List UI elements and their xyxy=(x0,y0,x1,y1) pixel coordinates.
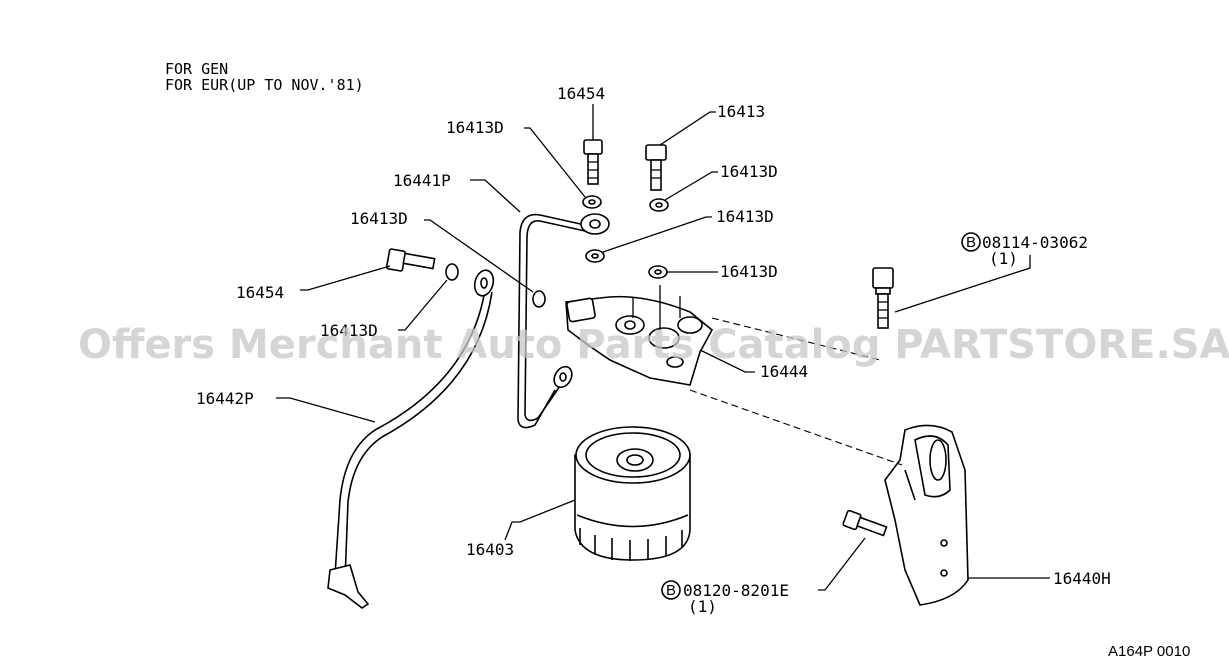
washer-16413D-c[interactable] xyxy=(585,249,605,263)
label-08114-qty: (1) xyxy=(989,249,1018,268)
watermark: Offers Merchant Auto Parts Catalog PARTS… xyxy=(78,322,1229,368)
washer-16413D-a[interactable] xyxy=(582,195,602,209)
leader-16413D-c xyxy=(602,216,712,253)
bolt-symbol-b2 xyxy=(661,580,681,600)
bracket-16440H[interactable] xyxy=(884,424,969,606)
leader-16442P xyxy=(276,397,376,423)
leader-16413D-e xyxy=(424,219,534,293)
label-16440H: 16440H xyxy=(1053,569,1111,588)
label-16413D-f: 16413D xyxy=(320,321,378,340)
label-16442P: 16442P xyxy=(196,389,254,408)
note-for-gen: FOR GEN xyxy=(165,60,228,78)
label-16454-top: 16454 xyxy=(557,84,605,103)
label-08114-03062: 08114-03062 xyxy=(982,233,1088,252)
washer-16413D-b[interactable] xyxy=(649,198,669,212)
bolt-08120-8201E[interactable] xyxy=(842,509,888,537)
bolt-symbol-b1 xyxy=(961,232,981,252)
bolt-16413[interactable] xyxy=(645,144,667,191)
diagram-code: A164P 0010 xyxy=(1108,643,1190,660)
leader-16444 xyxy=(699,349,755,373)
leader-16413D-b xyxy=(664,171,718,201)
filter-head-16444[interactable] xyxy=(565,285,714,386)
washer-16413D-e[interactable] xyxy=(532,290,546,308)
bolt-symbol-b2-letter: B xyxy=(666,582,676,599)
leader-08120-8201E xyxy=(818,537,866,591)
washer-16413D-f[interactable] xyxy=(445,263,459,281)
bolt-08114-03062[interactable] xyxy=(872,267,894,329)
leader-16403 xyxy=(512,499,576,523)
label-16403: 16403 xyxy=(466,540,514,559)
fuel-filter-16403[interactable] xyxy=(574,426,691,561)
label-16413: 16413 xyxy=(717,102,765,121)
leader-16413 xyxy=(659,111,716,146)
label-16454-left: 16454 xyxy=(236,283,284,302)
leader-16413D-f xyxy=(398,279,448,331)
label-16441P: 16441P xyxy=(393,171,451,190)
leader-16441P xyxy=(470,179,521,213)
bolt-16454-top[interactable] xyxy=(583,139,603,185)
bolt-16454-left[interactable] xyxy=(385,248,436,272)
leader-08114-03062 xyxy=(894,255,1031,313)
note-for-eur: FOR EUR(UP TO NOV.'81) xyxy=(165,76,364,94)
label-16444: 16444 xyxy=(760,362,808,381)
bolt-symbol-b1-letter: B xyxy=(966,234,976,251)
label-08120-8201E: 08120-8201E xyxy=(683,581,789,600)
label-16413D-b: 16413D xyxy=(720,162,778,181)
dashed-line-head-to-bolt xyxy=(711,317,881,361)
fuel-hose-16442P[interactable] xyxy=(327,268,496,609)
label-16413D-d: 16413D xyxy=(720,262,778,281)
leader-16413D-a xyxy=(524,127,586,198)
label-16413D-e: 16413D xyxy=(350,209,408,228)
washer-16413D-d[interactable] xyxy=(648,265,668,279)
label-16413D-c: 16413D xyxy=(716,207,774,226)
label-08120-qty: (1) xyxy=(688,597,717,616)
leader-16454-left xyxy=(300,265,391,291)
dashed-line-head-to-bracket xyxy=(689,389,903,466)
fuel-pipe-16441P[interactable] xyxy=(517,213,610,429)
label-16413D-a: 16413D xyxy=(446,118,504,137)
